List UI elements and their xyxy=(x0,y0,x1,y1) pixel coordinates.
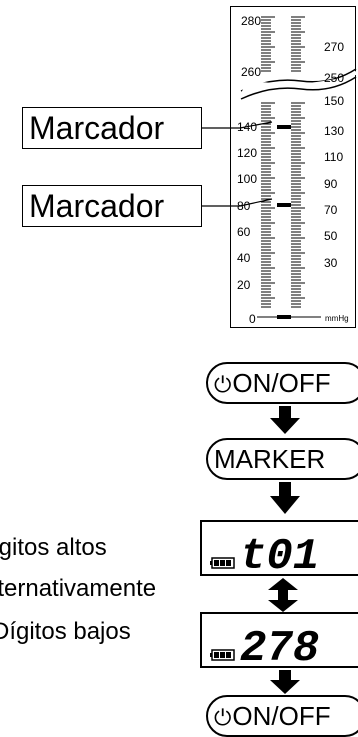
alternately-label: lternativamente xyxy=(0,575,157,602)
marker-button[interactable]: MARKER xyxy=(206,438,358,480)
down-arrow-icon xyxy=(270,406,300,434)
high-digits-label: ígitos altos xyxy=(0,534,107,561)
lcd-low-value: 278 xyxy=(240,624,319,666)
onoff-button[interactable]: ⏻ON/OFF xyxy=(206,362,358,404)
tick-label: 40 xyxy=(237,251,251,265)
tick-label: 0 xyxy=(249,312,256,326)
marker-label: Marcador xyxy=(22,107,202,149)
tick-label: 110 xyxy=(324,150,343,164)
down-arrow-icon xyxy=(270,670,300,694)
onoff-label: ON/OFF xyxy=(232,701,331,731)
scale-break-line xyxy=(240,76,357,100)
tick-label: 80 xyxy=(237,199,251,213)
low-digits-label: Dígitos bajos xyxy=(0,618,131,645)
battery-icon xyxy=(210,557,235,569)
tick-label: 20 xyxy=(237,278,251,292)
tick-label: 30 xyxy=(324,256,338,270)
marker-bar-130 xyxy=(277,125,291,129)
lcd-display-low: 278 xyxy=(200,612,358,674)
marker-bar-88 xyxy=(277,203,291,207)
down-arrow-icon xyxy=(270,482,300,514)
marker-button-label: MARKER xyxy=(214,444,326,474)
power-icon: ⏻ xyxy=(214,705,232,730)
tick-label: 70 xyxy=(324,203,338,217)
tick-label: 150 xyxy=(324,94,344,108)
tick-label: 270 xyxy=(324,40,344,54)
tick-label: 250 xyxy=(324,71,344,85)
tick-label: 90 xyxy=(324,177,338,191)
marker-leader-line-1 xyxy=(202,121,273,129)
onoff-button[interactable]: ⏻ON/OFF xyxy=(206,695,358,737)
double-arrow-icon xyxy=(268,578,298,612)
unit-label: mmHg xyxy=(325,314,349,323)
battery-icon xyxy=(210,649,235,661)
tick-label: 60 xyxy=(237,225,251,239)
tick-label: 120 xyxy=(237,146,257,160)
lcd-display-high: t01 xyxy=(200,520,358,582)
power-icon: ⏻ xyxy=(214,372,232,397)
tick-label: 260 xyxy=(241,65,261,79)
marker-label: Marcador xyxy=(22,185,202,227)
tick-label: 100 xyxy=(237,172,257,186)
lcd-low-svg: 278 xyxy=(210,624,319,674)
lcd-high-svg: t01 xyxy=(210,532,319,582)
onoff-label: ON/OFF xyxy=(232,368,331,398)
lcd-high-value: t01 xyxy=(240,532,319,574)
tick-label: 280 xyxy=(241,14,261,28)
tick-label: 130 xyxy=(324,124,344,138)
tick-label: 50 xyxy=(324,229,338,243)
marker-leader-line-2 xyxy=(202,198,273,207)
